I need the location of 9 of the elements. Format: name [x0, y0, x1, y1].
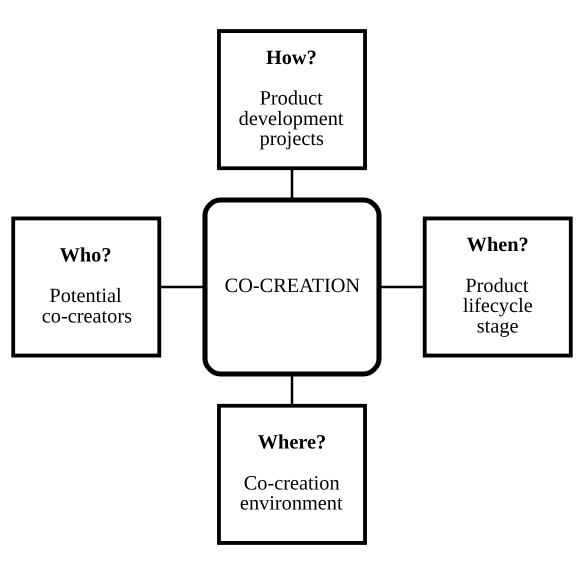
connector [290, 168, 294, 200]
node-box: How? Product development projects [217, 28, 367, 170]
node-box: Who? Potential co-creators [11, 216, 162, 357]
node-box: When? Product lifecycle stage [422, 216, 573, 357]
connector [379, 285, 425, 288]
connector [159, 285, 205, 288]
node-box: Where? Co-creation environment [217, 403, 367, 544]
node-box: CO-CREATION [202, 196, 382, 376]
connector [290, 374, 294, 406]
